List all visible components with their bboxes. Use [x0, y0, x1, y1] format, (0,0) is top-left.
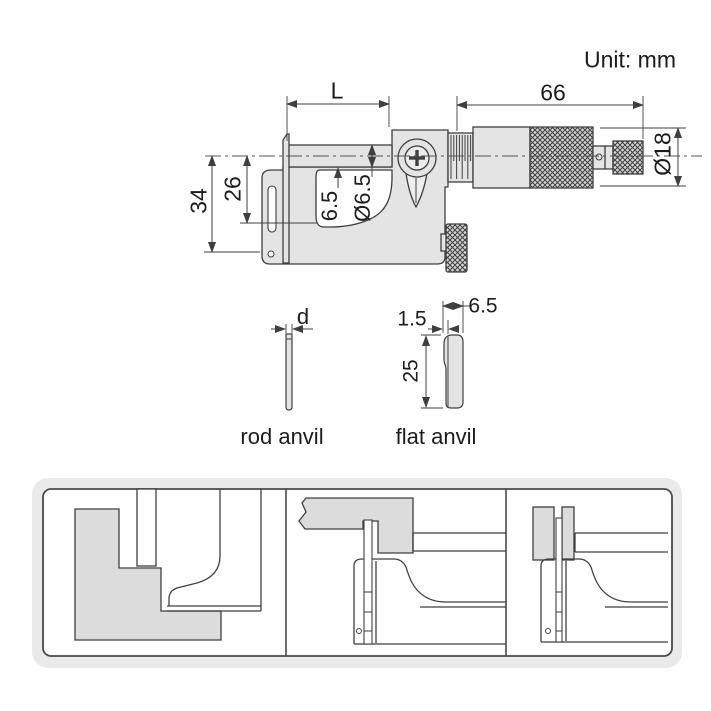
- thimble-knurl: [529, 126, 594, 189]
- workpiece-stepped: [74, 508, 222, 641]
- phillips-cross-icon: [409, 150, 425, 166]
- application-step-measurement: [74, 488, 262, 641]
- micrometer-side-view: [205, 126, 702, 273]
- connector-screw: [595, 153, 603, 161]
- rod-anvil-profile: [271, 324, 313, 411]
- dim-66-label: 66: [540, 79, 566, 106]
- sleeve: [447, 132, 474, 183]
- flat-anvil-caption: flat anvil: [395, 424, 477, 449]
- dim-25-label: 25: [399, 359, 423, 383]
- rod-anvil-shape: [285, 333, 293, 411]
- dim-L-label: L: [330, 77, 344, 104]
- frame-arm-slot: [267, 185, 277, 233]
- dim-dia18-label: Ø18: [649, 132, 676, 176]
- workpiece-rib-left: [532, 506, 555, 561]
- rod-anvil-in-use: [136, 488, 157, 567]
- workpiece-rib-right: [561, 506, 575, 561]
- frame-in-use: [540, 558, 668, 642]
- frame-in-use: [353, 558, 506, 644]
- spindle-in-use: [412, 532, 506, 552]
- flat-anvil-profile: [421, 301, 471, 409]
- anvil-strip: [555, 517, 563, 643]
- dim-d-label: d: [296, 304, 310, 329]
- spindle-in-use: [574, 532, 668, 553]
- dim-34-label: 34: [185, 188, 212, 214]
- dim-15-label: 1.5: [397, 307, 427, 331]
- applications-panel: [32, 478, 682, 668]
- ratchet-stop: [612, 140, 644, 175]
- anvil-strip: [363, 519, 373, 645]
- dim-65-flat-label: 6.5: [468, 294, 498, 318]
- application-rib-measurement: [532, 506, 668, 643]
- unit-label: Unit: mm: [584, 46, 676, 73]
- sleeve-graduations: [450, 135, 472, 179]
- rod-anvil-caption: rod anvil: [240, 424, 324, 449]
- thimble: [472, 126, 531, 189]
- application-hook-measurement: [298, 497, 506, 645]
- dim-dia65-label: Ø6.5: [350, 174, 375, 222]
- flat-anvil-shape: [443, 334, 464, 409]
- frame-throat-cavity: [315, 169, 393, 228]
- main-dimension-lines: [204, 96, 686, 253]
- anvil-bar: [282, 133, 290, 264]
- frame-foot-screw: [267, 250, 275, 258]
- dim-26-label: 26: [219, 176, 246, 202]
- dim-65-label: 6.5: [317, 190, 342, 222]
- thumbscrew-knob: [445, 223, 468, 273]
